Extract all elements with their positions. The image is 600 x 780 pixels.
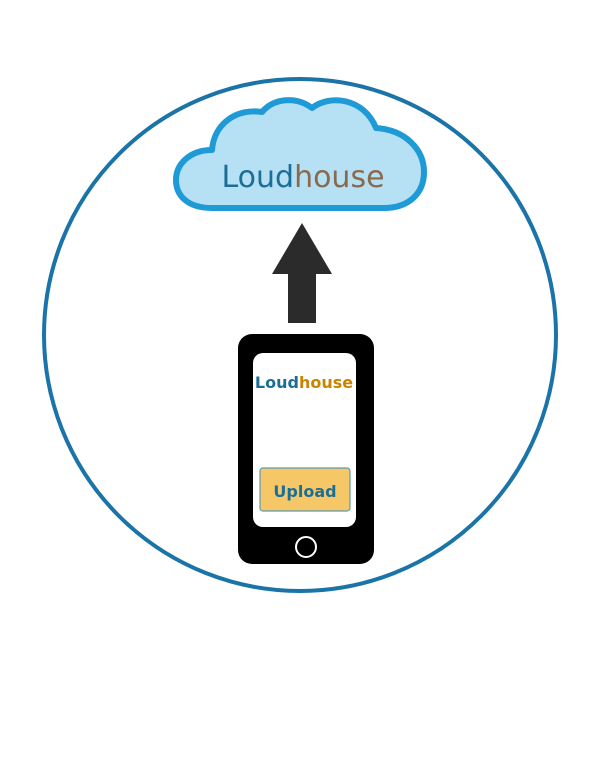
cloud-shape: [173, 97, 427, 211]
upload-button-label[interactable]: Upload: [273, 482, 336, 501]
cloud-brand-house: house: [294, 160, 384, 195]
upload-button[interactable]: Upload: [259, 467, 351, 512]
phone-brand-loud: Loud: [255, 373, 299, 392]
cloud-brand-loud: Loud: [221, 160, 294, 195]
phone-brand-house: house: [299, 373, 353, 392]
upload-button-bg[interactable]: [259, 467, 351, 512]
cloud-brand-logo: Loudhouse: [221, 160, 384, 195]
upload-arrow-icon: [272, 223, 332, 323]
phone-icon: Loudhouse Upload: [238, 334, 374, 564]
phone-brand-logo: Loudhouse: [255, 373, 353, 392]
cloud-icon: Loudhouse: [173, 97, 427, 211]
home-button-icon: [295, 536, 317, 558]
